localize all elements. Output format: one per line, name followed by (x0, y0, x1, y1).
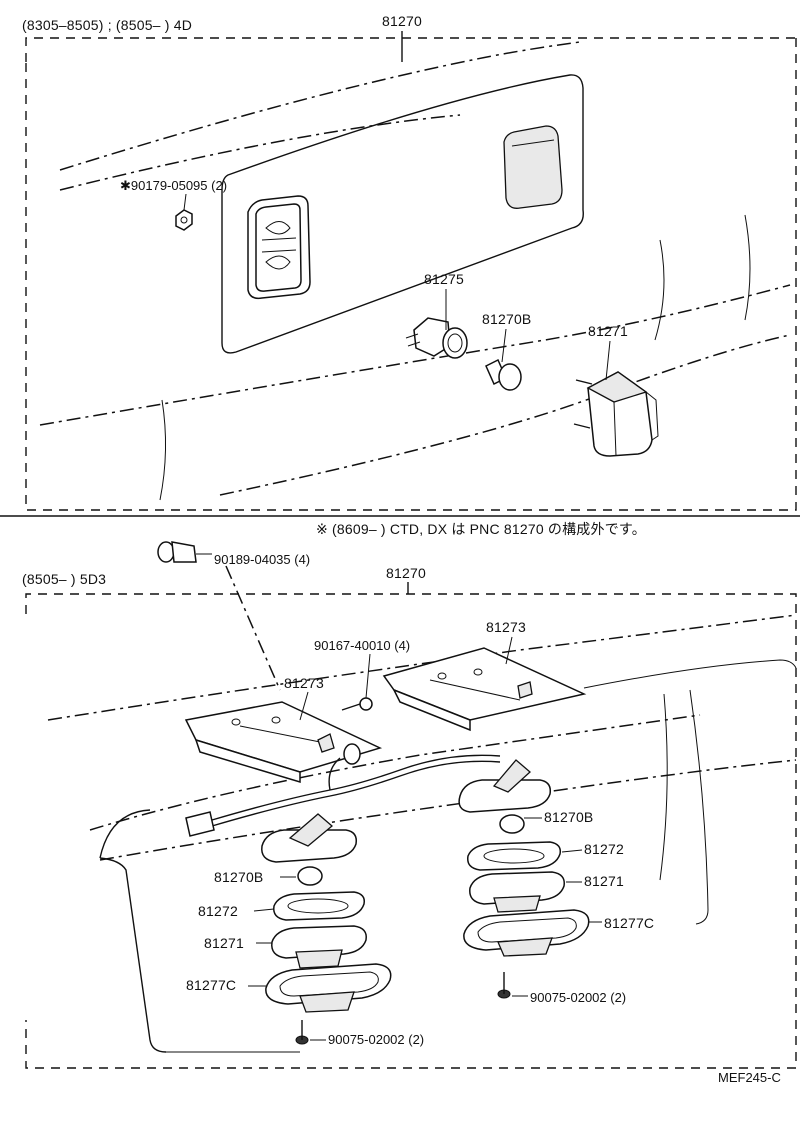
right-bracket-label: 81273 (486, 619, 526, 635)
left-bracket-label: 81273 (284, 675, 324, 691)
right-screw-part (497, 972, 511, 999)
clip-label: 90167-40010 (4) (314, 638, 410, 653)
right-screw-label: 90075-02002 (2) (530, 990, 626, 1005)
lamp-leader (605, 340, 611, 381)
right-lens-label: 81271 (584, 873, 624, 889)
nut-label: ✱90179-05095 (2) (120, 178, 227, 193)
right-gasket-part (467, 841, 562, 871)
left-socket (261, 813, 358, 863)
right-housing-part (463, 909, 590, 957)
lamp-label: 81271 (588, 323, 628, 339)
nut-leader (183, 193, 187, 211)
applicability-note: ※ (8609– ) CTD, DX は PNC 81270 の構成外です。 (316, 521, 646, 537)
right-socket (458, 759, 552, 813)
nut-part (175, 209, 193, 231)
top-section: (8305–8505) ; (8505– ) 4D 81270 (22, 13, 797, 511)
top-body-lines (39, 41, 791, 501)
top-header: (8305–8505) ; (8505– ) 4D (22, 17, 192, 33)
left-bulb-part (297, 866, 323, 886)
right-bulb-part (499, 814, 525, 834)
right-lens-part (469, 871, 565, 913)
clip-part (341, 697, 373, 711)
figure-code: MEF245-C (718, 1070, 781, 1085)
right-bracket-part (382, 647, 587, 732)
bulb-leader (501, 328, 507, 363)
left-gasket-part (273, 891, 366, 921)
license-plate-panel (221, 74, 584, 354)
left-bracket-leader (299, 691, 309, 721)
left-bracket-part (184, 701, 383, 784)
top-assembly-number: 81270 (382, 13, 422, 29)
wiring-harness (185, 743, 501, 837)
left-screw-label: 90075-02002 (2) (328, 1032, 424, 1047)
panel-lamp-housing (247, 195, 311, 300)
panel-side-lamp (503, 125, 563, 209)
left-gasket-label: 81272 (198, 903, 238, 919)
left-housing-part (265, 963, 392, 1013)
bottom-assembly-frame (25, 593, 797, 1069)
socket-label: 81275 (424, 271, 464, 287)
bulb-label: 81270B (482, 311, 531, 327)
right-gasket-label: 81272 (584, 841, 624, 857)
right-bracket-leader (505, 636, 513, 665)
connector-routing-line (225, 565, 281, 691)
bulb-part (485, 358, 522, 391)
lamp-part (573, 371, 659, 457)
clip-leader (365, 653, 371, 699)
left-lens-part (271, 925, 367, 969)
left-screw-part (295, 1020, 309, 1045)
left-lens-label: 81271 (204, 935, 244, 951)
left-gasket-leader (253, 908, 275, 912)
top-assembly-frame (25, 37, 797, 511)
bottom-header: (8505– ) 5D3 (22, 571, 106, 587)
bottom-section: (8505– ) 5D3 81270 81 (22, 565, 797, 1069)
socket-part (405, 317, 468, 359)
right-gasket-leader (561, 849, 583, 853)
right-housing-label: 81277C (604, 915, 654, 931)
connector-label: 90189-04035 (4) (214, 552, 310, 567)
connector-part (157, 541, 212, 563)
bottom-body-lines (47, 614, 797, 1053)
left-bulb-label: 81270B (214, 869, 263, 885)
right-bulb-label: 81270B (544, 809, 593, 825)
left-housing-label: 81277C (186, 977, 236, 993)
bottom-assembly-number: 81270 (386, 565, 426, 581)
